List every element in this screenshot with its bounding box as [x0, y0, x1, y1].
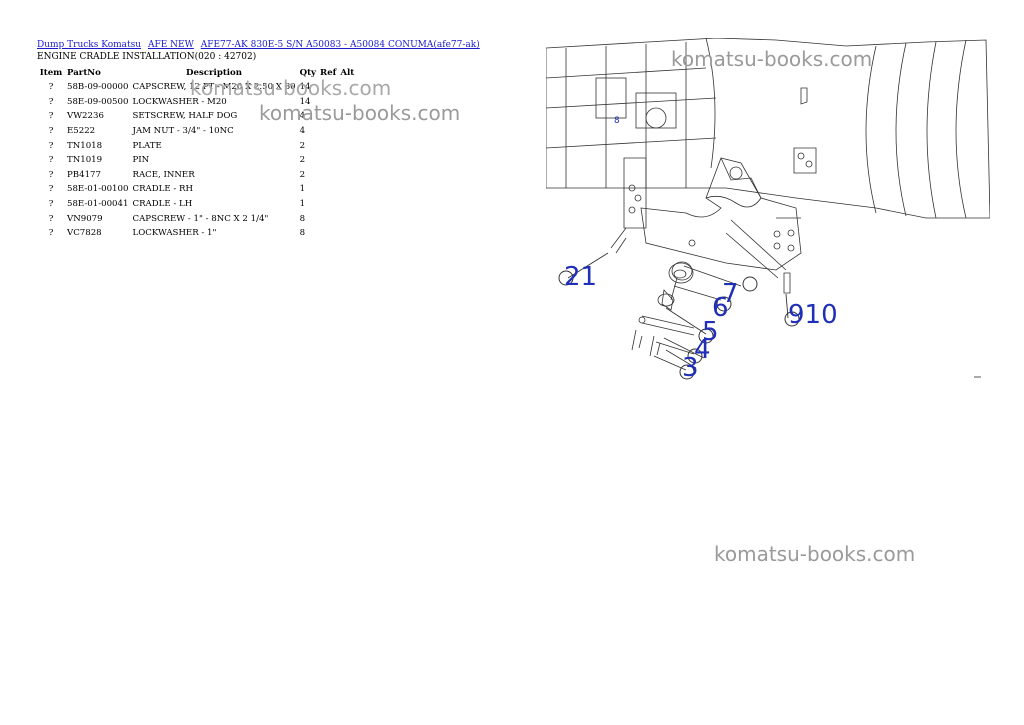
cell-partno: TN1018 [67, 140, 103, 151]
cell-partno: TN1019 [67, 155, 103, 166]
cell-description: RACE, INNER [132, 169, 195, 180]
cell-description: LOCKWASHER - M20 [132, 96, 227, 107]
callout-5: 5 [702, 317, 719, 347]
cell-item: ? [48, 111, 54, 122]
cell-description: CRADLE - RH [132, 184, 193, 195]
cell-qty: 2 [299, 140, 306, 151]
engine-drawing [546, 38, 990, 369]
diagram-mark [974, 376, 981, 378]
cell-item: ? [48, 126, 54, 137]
col-qty: Qty [299, 68, 317, 78]
col-alt: Alt [340, 68, 355, 78]
callout-4: 4 [694, 335, 711, 365]
col-item: Item [39, 68, 63, 78]
cell-partno: 58E-09-00500 [67, 96, 129, 107]
table-row: ? E5222 JAM NUT - 3/4" - 10NC 4 [37, 124, 356, 139]
table-row: ? TN1019 PIN 2 [37, 153, 356, 168]
cell-description: CAPSCREW, 12 PT - M20 X 2.50 X 60 [132, 82, 296, 93]
cell-partno: VC7828 [67, 228, 102, 239]
table-row: ? VN9079 CAPSCREW - 1" - 8NC X 2 1/4" 8 [37, 211, 356, 226]
breadcrumb-link-model[interactable]: AFE77-AK 830E-5 S/N A50083 - A50084 CONU… [200, 40, 480, 50]
cell-qty: 8 [299, 213, 306, 224]
cell-partno: VW2236 [67, 111, 104, 122]
cell-description: JAM NUT - 3/4" - 10NC [132, 126, 234, 137]
callout-21: 21 [564, 262, 597, 292]
cell-partno: VN9079 [67, 213, 103, 224]
cell-qty: 14 [299, 96, 311, 107]
cell-qty: 2 [299, 169, 306, 180]
cell-description: PLATE [132, 140, 162, 151]
cell-partno: 58E-01-00041 [67, 199, 129, 210]
callout-circles [558, 270, 800, 380]
callout-910: 910 [788, 300, 838, 330]
callout-3: 3 [682, 353, 699, 383]
cell-item: ? [48, 140, 54, 151]
table-row: ? PB4177 RACE, INNER 2 [37, 168, 356, 183]
table-row: ? VC7828 LOCKWASHER - 1" 8 [37, 226, 356, 241]
callout-6: 6 [712, 293, 729, 323]
col-ref: Ref [320, 68, 337, 78]
cell-item: ? [48, 213, 54, 224]
cell-item: ? [48, 82, 54, 93]
cell-description: CRADLE - LH [132, 199, 193, 210]
cell-item: ? [48, 96, 54, 107]
breadcrumb: Dump Trucks Komatsu AFE NEW AFE77-AK 830… [37, 40, 484, 50]
callout-7: 7 [722, 279, 739, 309]
callout-8: 8 [614, 116, 620, 126]
watermark: komatsu-books.com [714, 542, 916, 566]
table-header-row: Item PartNo Description Qty Ref Alt [37, 66, 356, 80]
cell-qty: 14 [299, 82, 311, 93]
cell-qty: 1 [299, 199, 306, 210]
col-partno: PartNo [67, 68, 101, 78]
parts-diagram: 21 7 6 5 4 3 910 8 [546, 38, 990, 383]
cell-qty: 8 [299, 228, 306, 239]
cell-qty: 2 [299, 155, 306, 166]
table-row: ? VW2236 SETSCREW, HALF DOG 4 [37, 109, 356, 124]
cell-qty: 1 [299, 184, 306, 195]
cell-partno: PB4177 [67, 169, 101, 180]
cell-item: ? [48, 169, 54, 180]
cell-qty: 4 [299, 126, 306, 137]
cell-description: CAPSCREW - 1" - 8NC X 2 1/4" [132, 213, 269, 224]
cell-partno: E5222 [67, 126, 96, 137]
page-title: ENGINE CRADLE INSTALLATION(020 : 42702) [37, 52, 257, 62]
breadcrumb-link-dump-trucks[interactable]: Dump Trucks Komatsu [37, 40, 142, 50]
cell-item: ? [48, 199, 54, 210]
cell-description: PIN [132, 155, 150, 166]
cell-partno: 58B-09-00000 [67, 82, 129, 93]
cell-item: ? [48, 155, 54, 166]
cell-qty: 4 [299, 111, 306, 122]
col-description: Description [186, 68, 243, 78]
breadcrumb-link-afe-new[interactable]: AFE NEW [147, 40, 194, 50]
cell-description: LOCKWASHER - 1" [132, 228, 217, 239]
cell-item: ? [48, 228, 54, 239]
callout-labels: 21 7 6 5 4 3 910 8 [564, 116, 838, 383]
cell-partno: 58E-01-00100 [67, 184, 129, 195]
table-row: ? TN1018 PLATE 2 [37, 138, 356, 153]
cell-item: ? [48, 184, 54, 195]
cell-description: SETSCREW, HALF DOG [132, 111, 238, 122]
parts-table: Item PartNo Description Qty Ref Alt ? 58B… [37, 66, 356, 241]
